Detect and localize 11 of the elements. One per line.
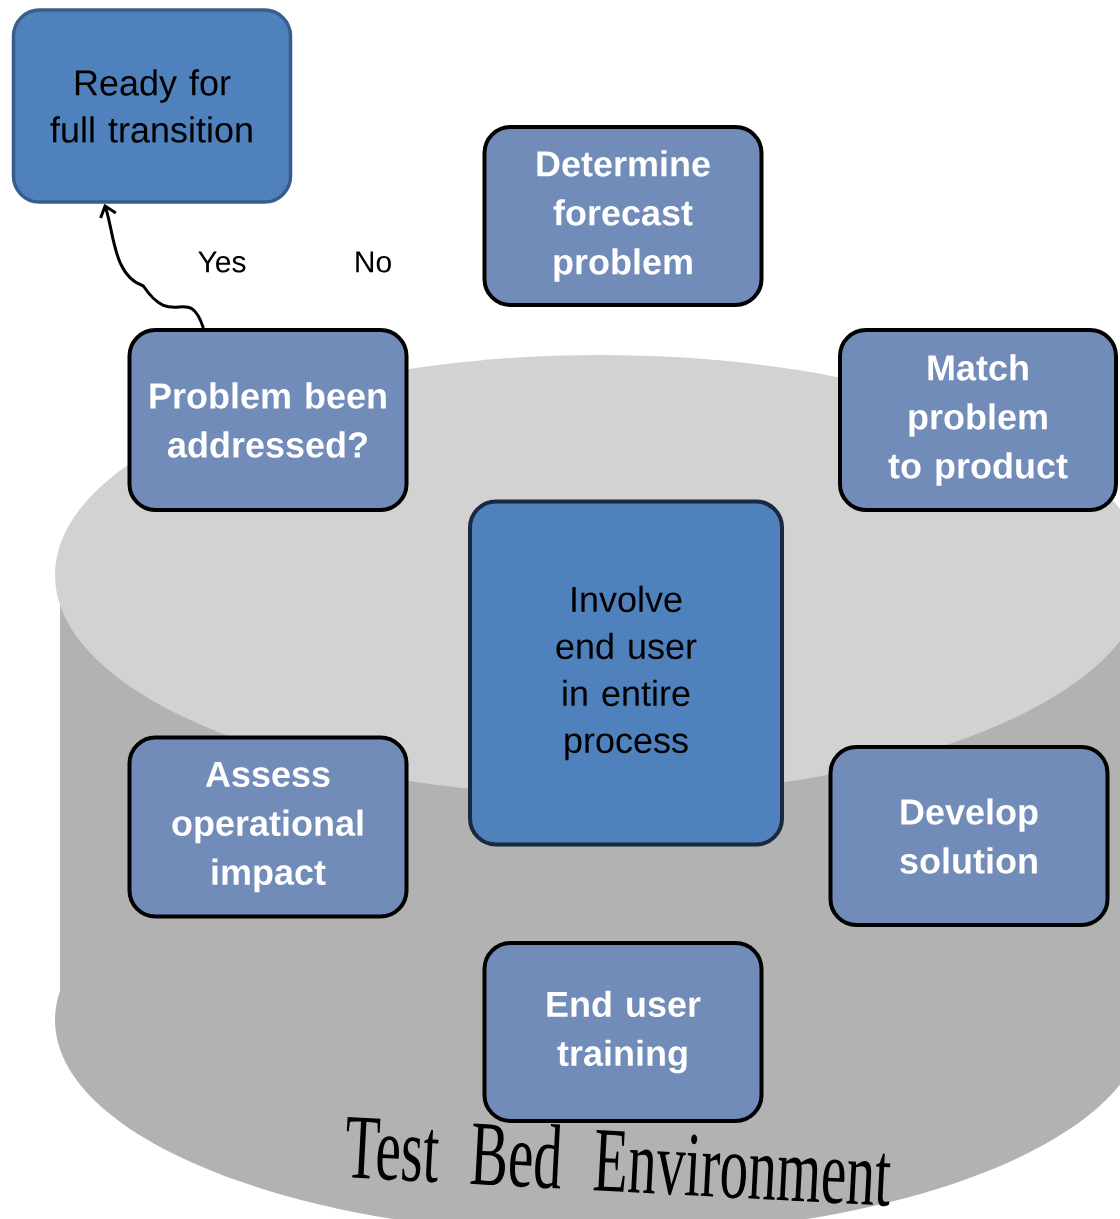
process-box: Develop solution [828,745,1110,927]
process-box: Determine forecast problem [482,125,764,307]
process-box: End user training [482,941,764,1123]
process-box: Problem been addressed? [127,328,409,512]
rounded-box: Ready for full transition [11,8,293,204]
process-box: Assess operational impact [127,735,409,919]
answer-label: Yes [198,251,246,273]
rounded-box: Involve end user in entire process [468,499,784,847]
answer-label: No [356,251,391,273]
process-box: Match problem to product [838,328,1118,512]
arrow [99,203,205,329]
